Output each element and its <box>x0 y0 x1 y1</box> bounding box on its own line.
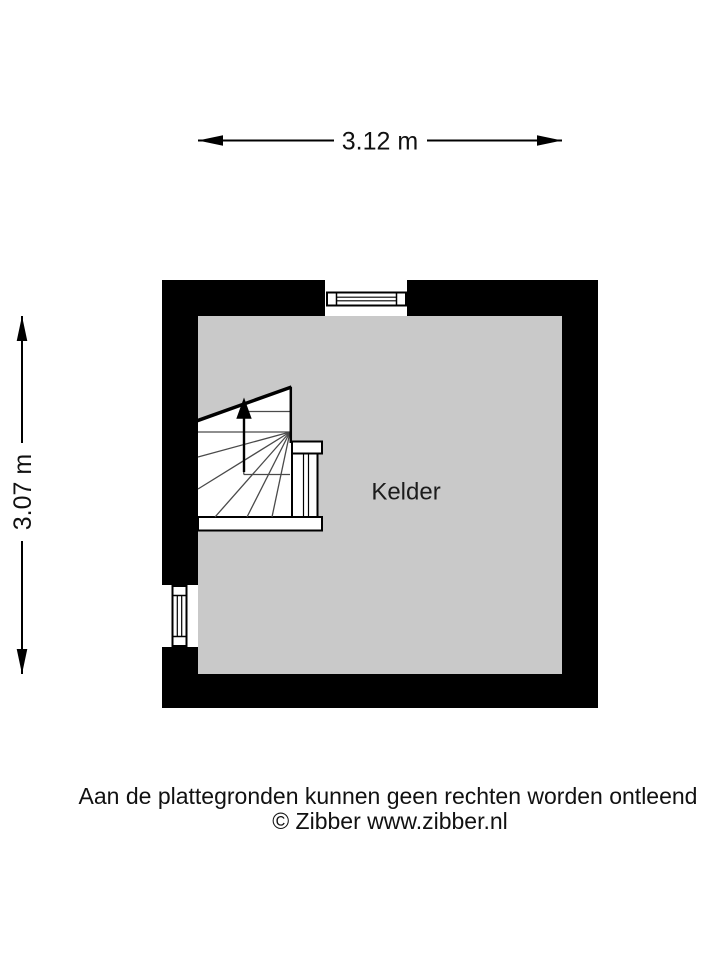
arrow-down-icon <box>16 649 28 674</box>
window-top-frame <box>326 291 407 307</box>
room-label: Kelder <box>371 479 440 506</box>
window-top <box>325 280 407 316</box>
arrow-right-icon <box>537 135 562 146</box>
stair-treads <box>197 410 291 518</box>
arrow-left-icon <box>198 135 223 146</box>
footer-credit: © Zibber www.zibber.nl <box>272 808 508 834</box>
stair-landing <box>197 516 323 532</box>
stair-railing-cap <box>291 440 323 455</box>
dimension-width-label: 3.12 m <box>342 128 418 156</box>
footer: Aan de plattegronden kunnen geen rechten… <box>79 783 698 834</box>
window-left <box>162 585 198 647</box>
footer-disclaimer: Aan de plattegronden kunnen geen rechten… <box>79 783 698 809</box>
stair-railing <box>291 452 319 518</box>
staircase <box>196 385 323 532</box>
arrow-up-icon <box>16 316 28 341</box>
dimension-vertical: 3.07 m <box>9 316 37 674</box>
dimension-height-label: 3.07 m <box>9 454 37 530</box>
stair-direction-arrow-icon <box>236 397 252 419</box>
window-left-frame <box>171 585 188 647</box>
dimension-horizontal: 3.12 m <box>198 128 562 156</box>
